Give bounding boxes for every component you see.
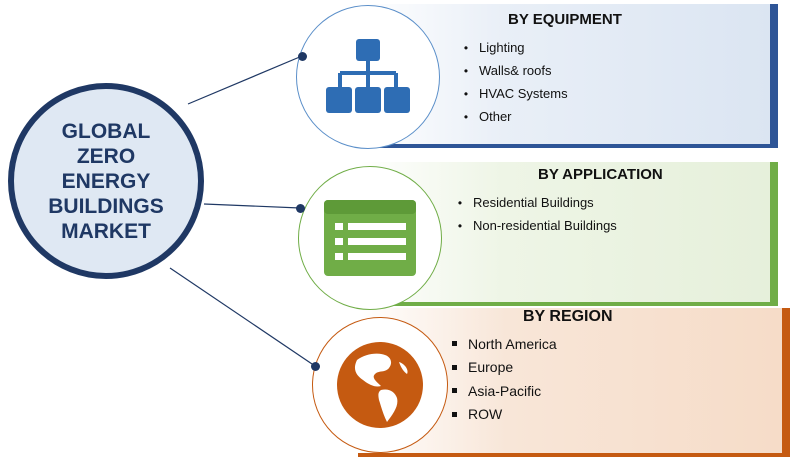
bullet-icon: • [463, 86, 469, 101]
bullet-icon: • [463, 63, 469, 78]
connector-dot-application [296, 204, 305, 213]
list-item: North America [452, 332, 557, 356]
square-bullet-icon [452, 411, 457, 417]
segment-panel-equipment: BY EQUIPMENT •Lighting •Walls& roofs •HV… [358, 4, 778, 148]
bullet-icon: • [463, 40, 469, 55]
list-item: •HVAC Systems [463, 86, 568, 101]
list-item: •Non-residential Buildings [457, 218, 617, 233]
region-icon-circle [312, 317, 448, 453]
bullet-icon: • [457, 218, 463, 233]
square-bullet-icon [452, 341, 457, 347]
segment-title-application: BY APPLICATION [538, 166, 663, 183]
list-icon [324, 200, 416, 276]
bullet-icon: • [457, 195, 463, 210]
segment-list-region: North America Europe Asia-Pacific ROW [452, 332, 557, 426]
segment-list-application: •Residential Buildings •Non-residential … [456, 191, 617, 237]
hierarchy-icon [326, 39, 410, 113]
square-bullet-icon [452, 364, 457, 370]
segment-title-region: BY REGION [523, 308, 613, 325]
main-title: GLOBAL ZERO ENERGY BUILDINGS MARKET [48, 119, 164, 243]
list-item: ROW [452, 403, 557, 427]
application-icon-circle [298, 166, 442, 310]
main-topic-circle: GLOBAL ZERO ENERGY BUILDINGS MARKET [8, 83, 204, 279]
list-item: •Residential Buildings [457, 195, 594, 210]
list-item: Asia-Pacific [452, 379, 557, 403]
list-item: •Other [463, 109, 512, 124]
segment-title-equipment: BY EQUIPMENT [508, 11, 622, 28]
segment-list-equipment: •Lighting •Walls& roofs •HVAC Systems •O… [462, 36, 568, 128]
connector-dot-region [311, 362, 320, 371]
list-item: •Walls& roofs [463, 63, 552, 78]
list-item: •Lighting [463, 40, 525, 55]
equipment-icon-circle [296, 5, 440, 149]
bullet-icon: • [463, 109, 469, 124]
list-item: Europe [452, 356, 557, 380]
square-bullet-icon [452, 388, 457, 394]
connector-dot-equipment [298, 52, 307, 61]
globe-icon [337, 342, 423, 428]
